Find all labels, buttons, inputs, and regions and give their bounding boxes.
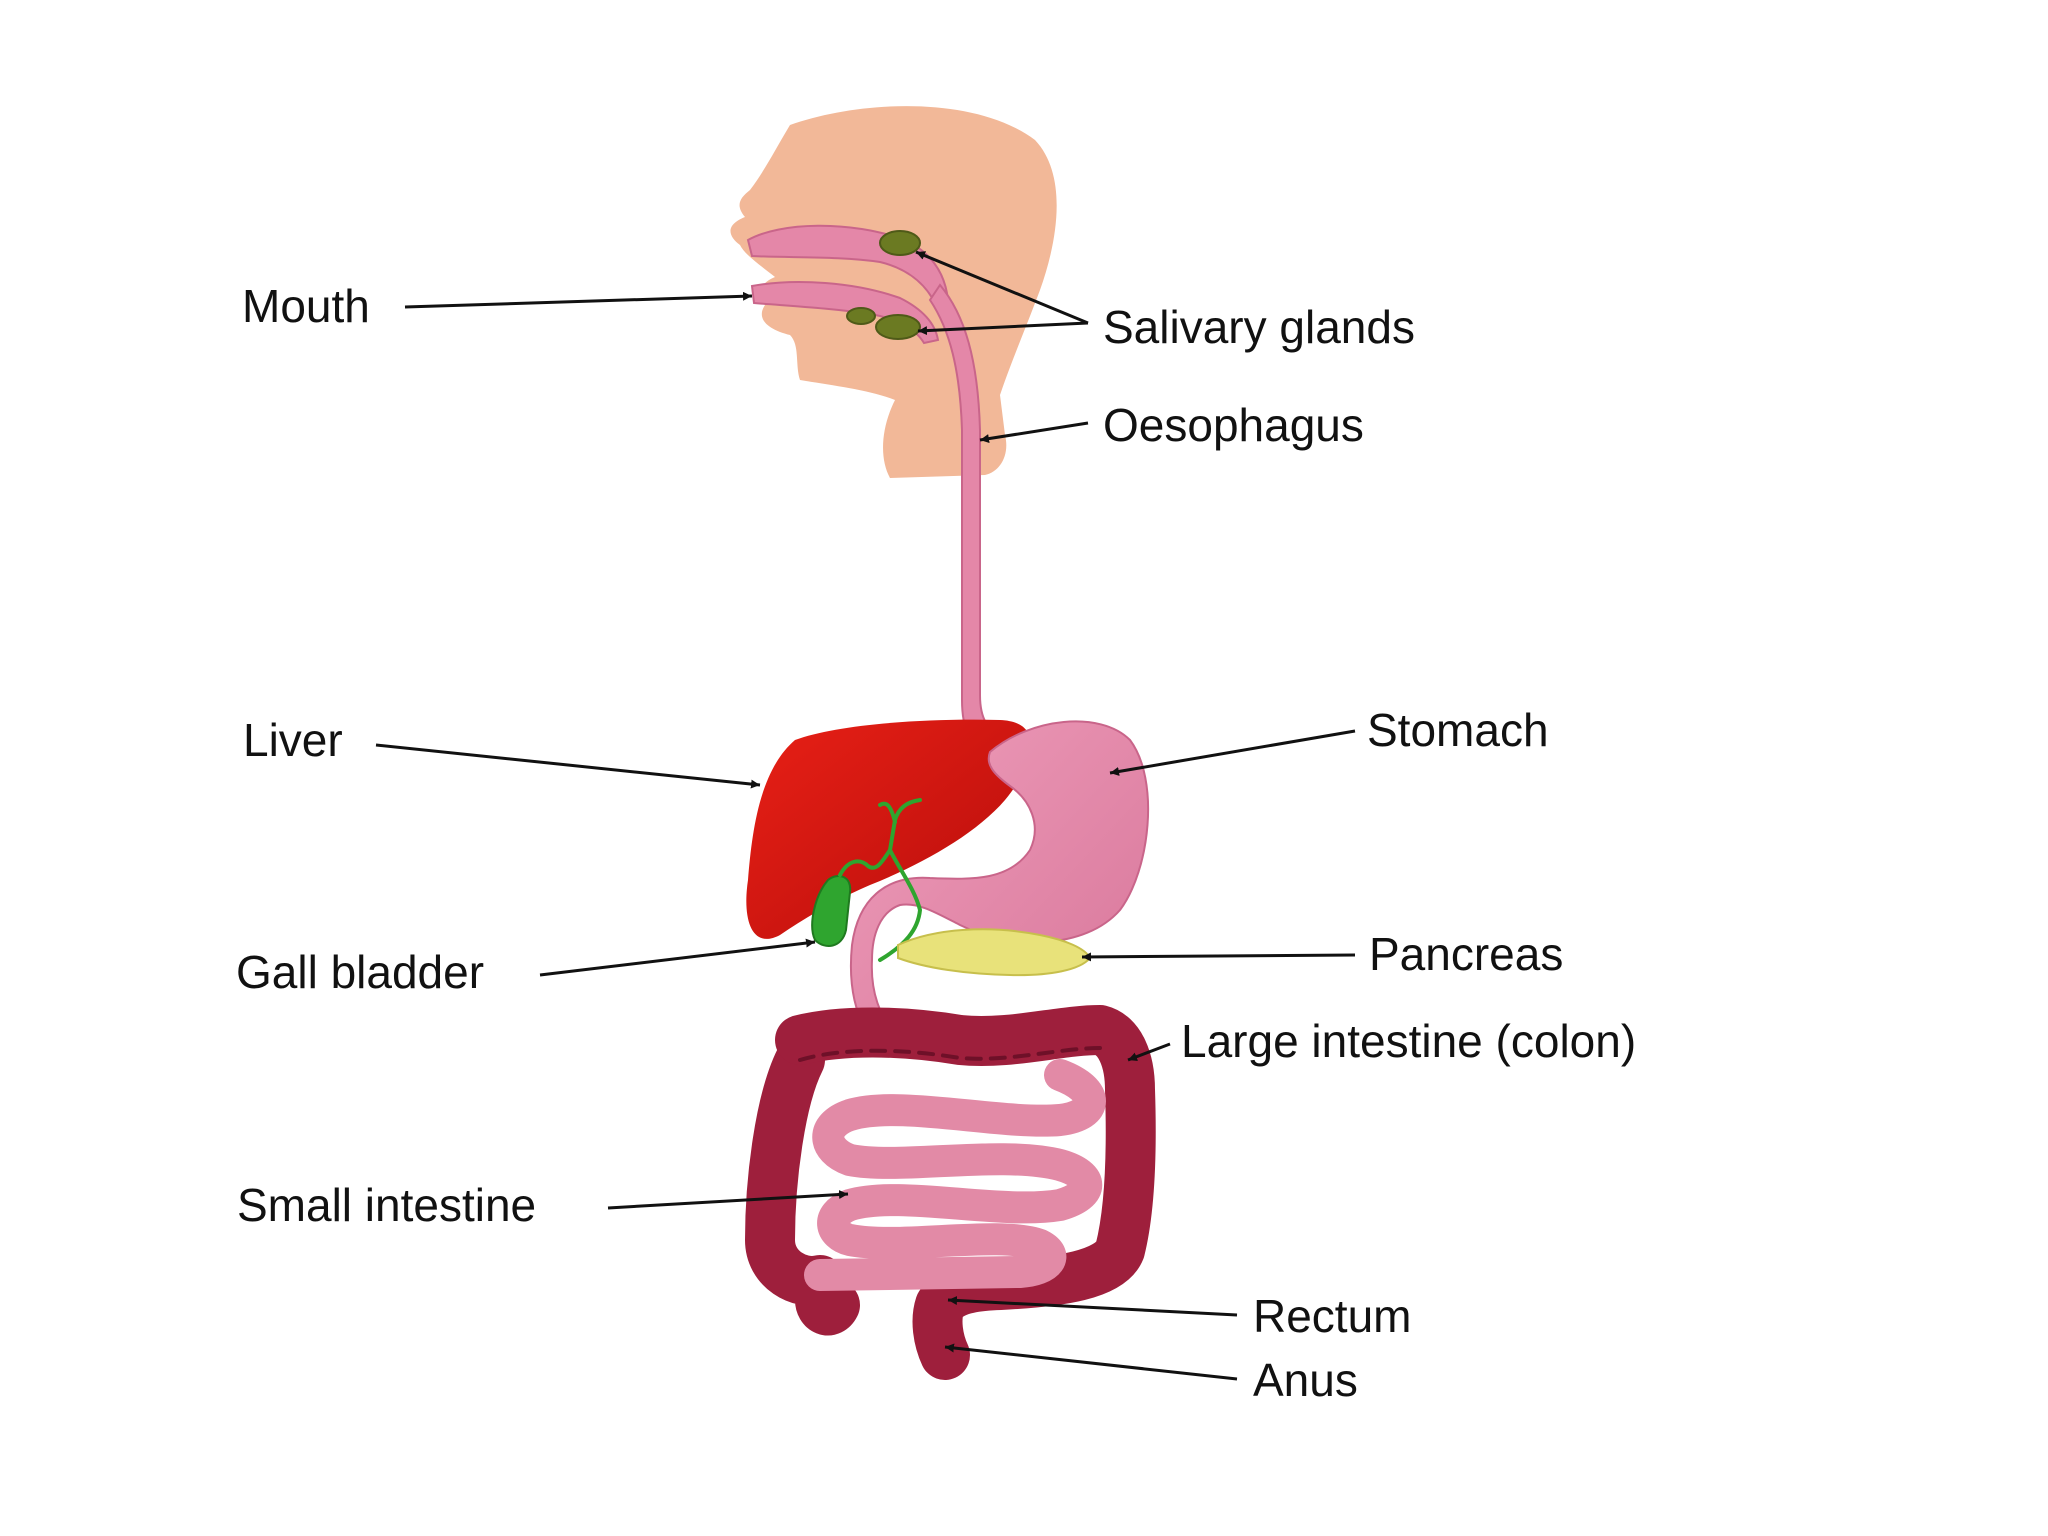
colon-leader-arrow: [1127, 1042, 1171, 1062]
liver-shape: [746, 719, 1031, 939]
stomach-leader-arrow: [1109, 729, 1356, 776]
label-liver: Liver: [243, 714, 343, 766]
salivary-leader-arrow-upper: [915, 250, 1089, 325]
small-intestine-shape: [804, 1059, 1106, 1291]
colon-shape: [745, 1005, 1156, 1380]
pancreas-leader-arrow: [1081, 952, 1356, 962]
mouth-leader-arrow: [404, 291, 753, 309]
gall-bladder-leader-arrow: [539, 938, 816, 977]
oesophagus-leader-arrow: [979, 421, 1089, 444]
label-oesophagus: Oesophagus: [1103, 399, 1364, 451]
label-mouth: Mouth: [242, 280, 370, 332]
liver-leader-arrow: [375, 743, 761, 789]
label-salivary-glands: Salivary glands: [1103, 301, 1415, 353]
small-intestine-leader-arrow: [607, 1190, 849, 1210]
salivary-leader-arrow-lower: [917, 321, 1089, 336]
label-pancreas: Pancreas: [1369, 928, 1563, 980]
label-rectum: Rectum: [1253, 1290, 1411, 1342]
label-anus: Anus: [1253, 1354, 1358, 1406]
gall-bladder-shape: [811, 798, 923, 962]
stomach-shape: [849, 720, 1150, 1044]
leader-lines: [375, 250, 1356, 1381]
salivary-glands-shape: [846, 230, 921, 340]
rectum-leader-arrow: [947, 1295, 1238, 1317]
labels: Mouth Salivary glands Oesophagus Liver S…: [236, 280, 1636, 1406]
label-stomach: Stomach: [1367, 704, 1549, 756]
label-small-intestine: Small intestine: [237, 1179, 536, 1231]
anus-leader-arrow: [944, 1343, 1238, 1381]
label-gall-bladder: Gall bladder: [236, 946, 484, 998]
label-large-intestine: Large intestine (colon): [1181, 1015, 1636, 1067]
